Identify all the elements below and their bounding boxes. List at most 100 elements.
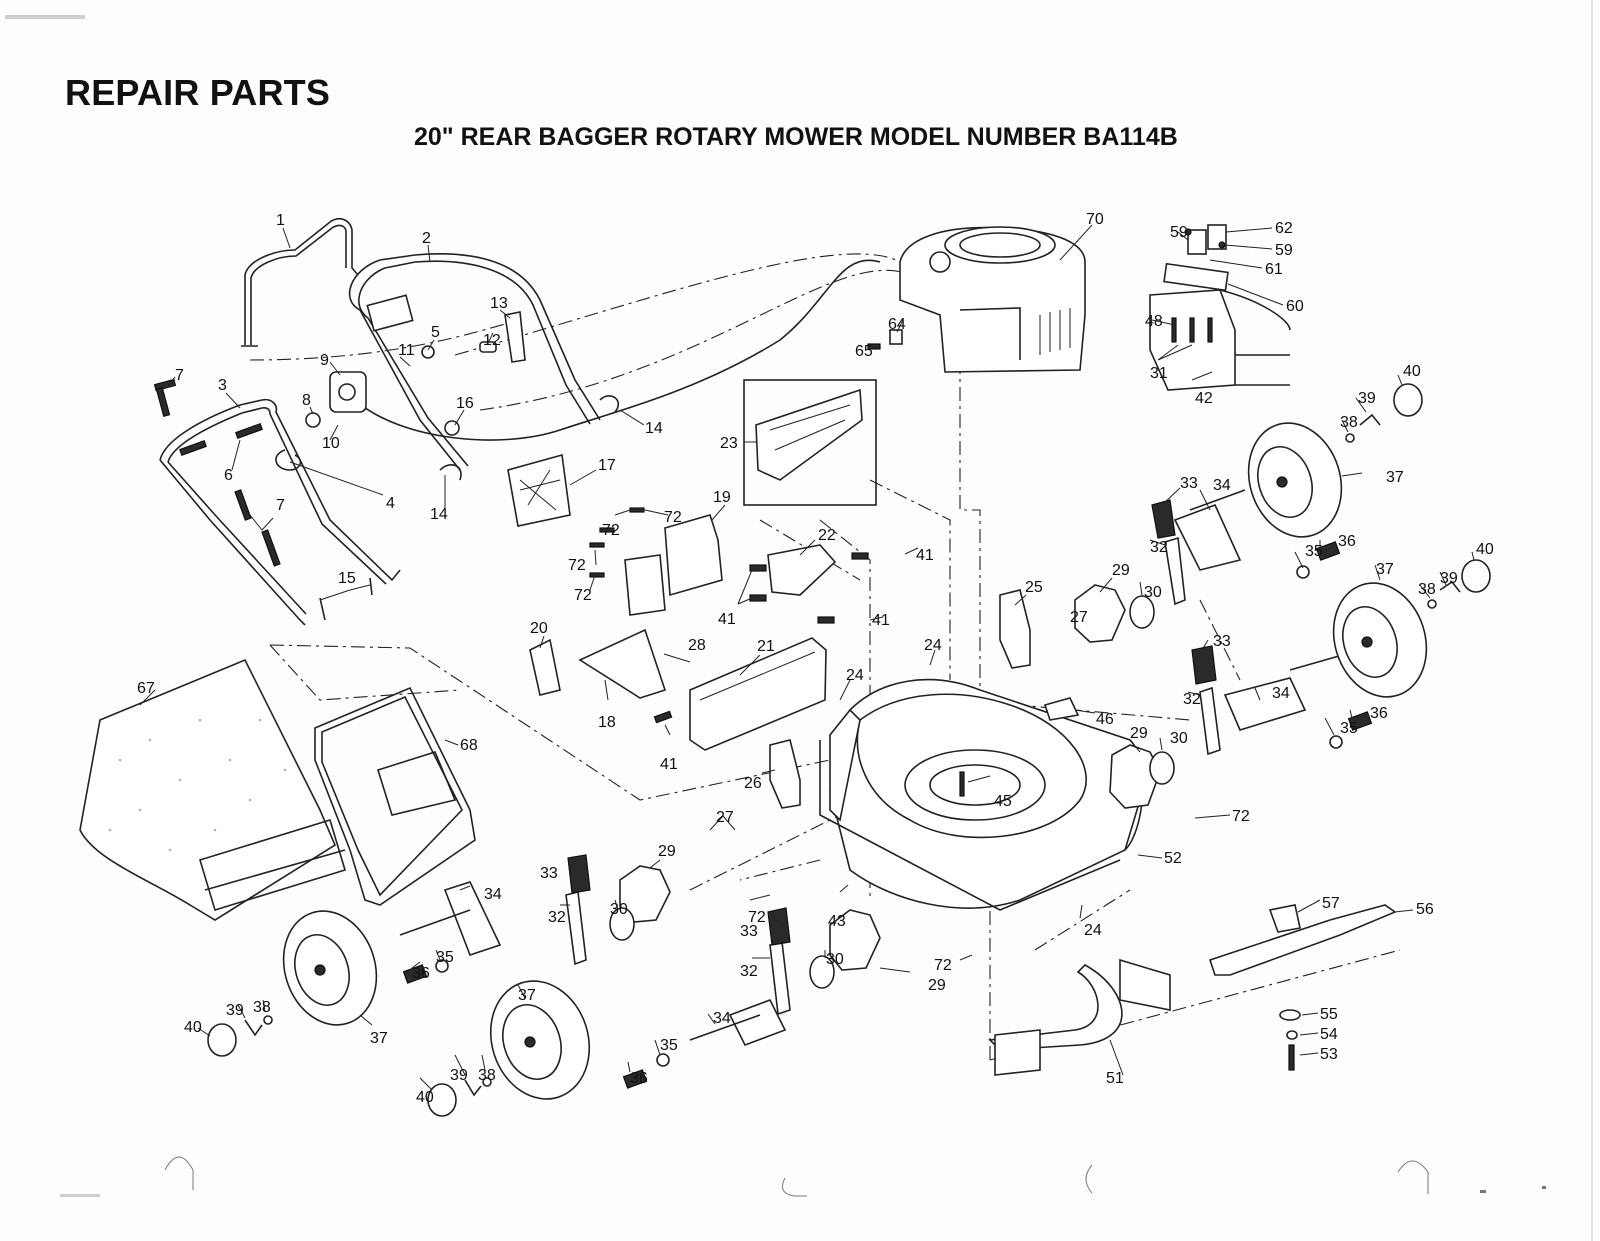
callout-label: 72 xyxy=(602,522,620,539)
callout-label: 35 xyxy=(436,949,454,966)
callout-label: 37 xyxy=(370,1030,388,1047)
callout-label: 37 xyxy=(1376,561,1394,578)
callout-label: 39 xyxy=(1358,390,1376,407)
callout-label: 34 xyxy=(1272,685,1290,702)
callout-label: 35 xyxy=(1340,720,1358,737)
callout-label: 39 xyxy=(450,1067,468,1084)
page-title: REPAIR PARTS xyxy=(65,72,331,113)
callout-label: 36 xyxy=(412,965,430,982)
scan-specks xyxy=(5,0,1593,1241)
callout-label: 46 xyxy=(1096,711,1114,728)
callout-label: 31 xyxy=(1150,365,1168,382)
callout-label: 33 xyxy=(540,865,558,882)
wheel-rear-left xyxy=(427,980,591,1117)
baffle-51 xyxy=(988,958,1171,1076)
grass-bag-67 xyxy=(79,658,346,921)
callout-label: 55 xyxy=(1320,1006,1338,1023)
callout-label: 45 xyxy=(994,793,1012,810)
callout-label: 20 xyxy=(530,620,548,637)
callout-label: 5 xyxy=(431,324,440,341)
rear-wheel-height-plates xyxy=(769,589,1080,809)
callout-label: 72 xyxy=(568,557,586,574)
chute-box-23 xyxy=(743,379,877,506)
bag-frame-68 xyxy=(314,686,476,906)
adjuster-rear-left xyxy=(622,907,881,1089)
callout-label: 48 xyxy=(1145,313,1163,330)
callout-label: 30 xyxy=(610,901,628,918)
callout-label: 41 xyxy=(872,612,890,629)
callout-label: 14 xyxy=(645,420,663,437)
callout-label: 34 xyxy=(1213,477,1231,494)
blade-56 xyxy=(1208,904,1397,1071)
flap-18 xyxy=(578,628,667,699)
lower-handle xyxy=(159,398,401,626)
callout-label: 32 xyxy=(548,909,566,926)
upper-handle-bail xyxy=(241,218,359,347)
callout-label: 22 xyxy=(818,527,836,544)
hinge-bracket-20 xyxy=(529,638,561,696)
callout-label: 37 xyxy=(1386,469,1404,486)
callout-label: 51 xyxy=(1106,1070,1124,1087)
callout-label: 16 xyxy=(456,395,474,412)
callout-label: 59 xyxy=(1275,242,1293,259)
callout-label: 36 xyxy=(1370,705,1388,722)
callout-label: 36 xyxy=(630,1070,648,1087)
callout-label: 25 xyxy=(1025,579,1043,596)
callout-label: 43 xyxy=(828,913,846,930)
callout-label: 41 xyxy=(718,611,736,628)
callout-label: 26 xyxy=(744,775,762,792)
callout-label: 38 xyxy=(1340,414,1358,431)
callout-label: 41 xyxy=(916,547,934,564)
callout-label: 53 xyxy=(1320,1046,1338,1063)
callout-label: 3 xyxy=(218,377,227,394)
diagram-title: 20" REAR BAGGER ROTARY MOWER MODEL NUMBE… xyxy=(414,123,1178,151)
wheel-rear-right xyxy=(1247,383,1423,538)
callout-label: 30 xyxy=(1144,584,1162,601)
callout-label: 72 xyxy=(748,909,766,926)
callout-label: 40 xyxy=(1403,363,1421,380)
callout-label: 27 xyxy=(716,809,734,826)
callout-label: 30 xyxy=(1170,730,1188,747)
control-box xyxy=(1149,224,1291,391)
callout-label: 39 xyxy=(226,1002,244,1019)
callout-label: 42 xyxy=(1195,390,1213,407)
engine-bracket-parts xyxy=(867,329,903,350)
callout-label: 72 xyxy=(664,509,682,526)
callout-label: 4 xyxy=(386,495,395,512)
callout-label: 72 xyxy=(934,957,952,974)
callout-label: 72 xyxy=(574,587,592,604)
callout-label: 33 xyxy=(1213,633,1231,650)
callout-label: 19 xyxy=(713,489,731,506)
callout-label: 29 xyxy=(928,977,946,994)
callout-label: 60 xyxy=(1286,298,1304,315)
callout-label: 37 xyxy=(518,987,536,1004)
rear-door-21 xyxy=(689,637,827,751)
callout-label: 59 xyxy=(1170,224,1188,241)
wheel-front-left xyxy=(207,910,378,1057)
leader-lines xyxy=(139,224,1475,1091)
wheel-front-right xyxy=(1332,559,1491,698)
callout-label: 13 xyxy=(490,295,508,312)
callout-label: 24 xyxy=(846,667,864,684)
callout-label: 11 xyxy=(398,342,415,359)
callout-label: 21 xyxy=(757,638,775,655)
callout-label: 14 xyxy=(430,506,448,523)
part-callouts: 1 2 3 4 5 6 7 7 8 9 10 11 12 13 14 14 15… xyxy=(137,211,1494,1106)
callout-label: 57 xyxy=(1322,895,1340,912)
callout-label: 40 xyxy=(416,1089,434,1106)
callout-label: 29 xyxy=(1130,725,1148,742)
adjuster-front-left xyxy=(399,854,671,984)
callout-label: 27 xyxy=(1070,609,1088,626)
callout-label: 10 xyxy=(322,435,340,452)
callout-label: 17 xyxy=(598,457,616,474)
callout-label: 62 xyxy=(1275,220,1293,237)
callout-label: 65 xyxy=(855,343,873,360)
callout-label: 32 xyxy=(740,963,758,980)
deflector-22 xyxy=(767,544,837,596)
callout-label: 24 xyxy=(1084,922,1102,939)
callout-label: 34 xyxy=(713,1010,731,1027)
callout-label: 35 xyxy=(1305,543,1323,560)
callout-label: 30 xyxy=(826,951,844,968)
